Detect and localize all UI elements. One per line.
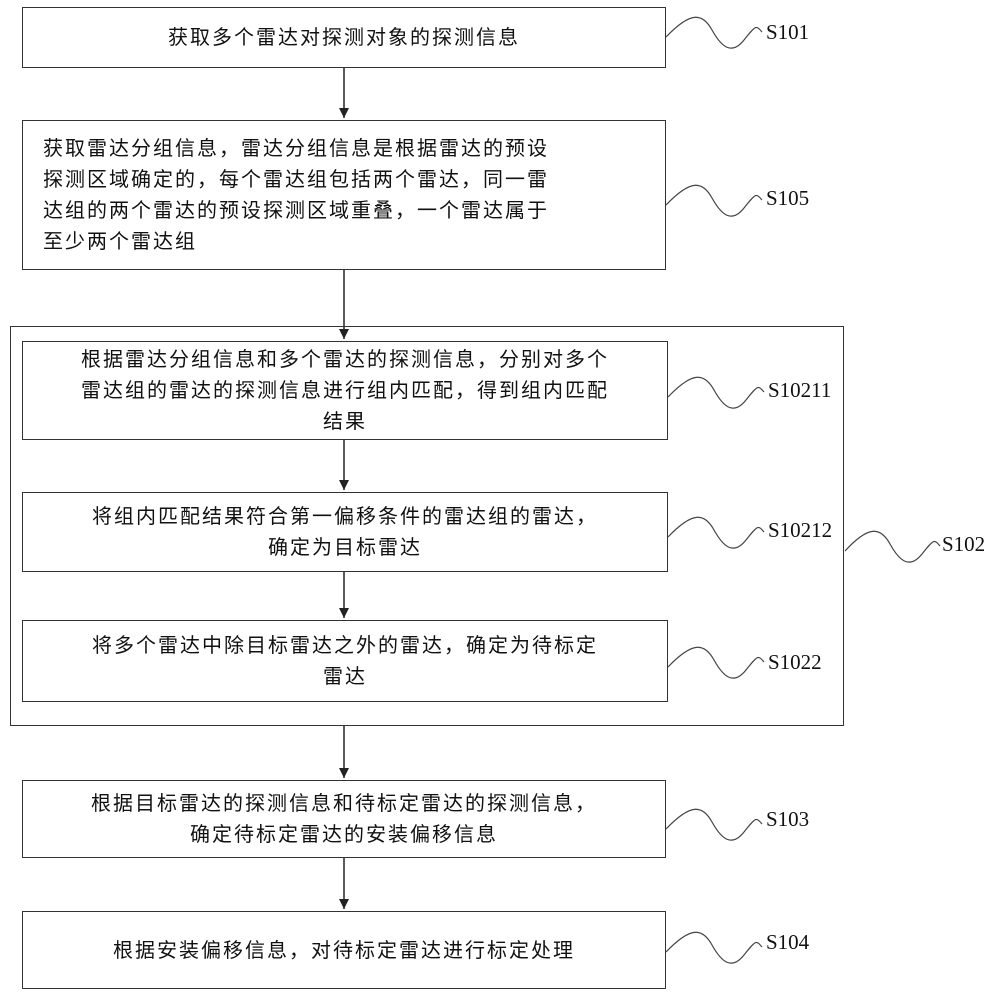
step-box-s105: 获取雷达分组信息，雷达分组信息是根据雷达的预设 探测区域确定的，每个雷达组包括两… [22,120,666,270]
leader-s10212 [667,516,765,549]
leader-s102 [844,530,941,563]
step-box-s10212: 将组内匹配结果符合第一偏移条件的雷达组的雷达， 确定为目标雷达 [22,492,668,572]
step-box-s10211: 根据雷达分组信息和多个雷达的探测信息，分别对多个 雷达组的雷达的探测信息进行组内… [22,341,668,440]
step-label-s105: S105 [766,186,810,210]
step-box-s103: 根据目标雷达的探测信息和待标定雷达的探测信息， 确定待标定雷达的安装偏移信息 [22,780,666,858]
leader-s104 [665,931,763,964]
step-label-s102: S102 [942,532,986,556]
step-box-s101: 获取多个雷达对探测对象的探测信息 [22,7,666,68]
step-box-s104: 根据安装偏移信息，对待标定雷达进行标定处理 [22,911,666,989]
group-box-s102 [10,326,844,726]
step-label-s1022: S1022 [768,650,822,674]
step-box-s1022: 将多个雷达中除目标雷达之外的雷达，确定为待标定 雷达 [22,620,668,702]
leader-s103 [665,808,763,841]
step-label-s103: S103 [766,807,810,831]
step-label-s101: S101 [766,20,810,44]
leader-s101 [665,16,763,49]
step-label-s10211: S10211 [768,378,832,402]
leader-s105 [665,184,763,217]
step-label-s10212: S10212 [768,518,833,542]
step-label-s104: S104 [766,930,810,954]
leader-s10211 [667,376,765,409]
leader-s1022 [667,646,765,679]
